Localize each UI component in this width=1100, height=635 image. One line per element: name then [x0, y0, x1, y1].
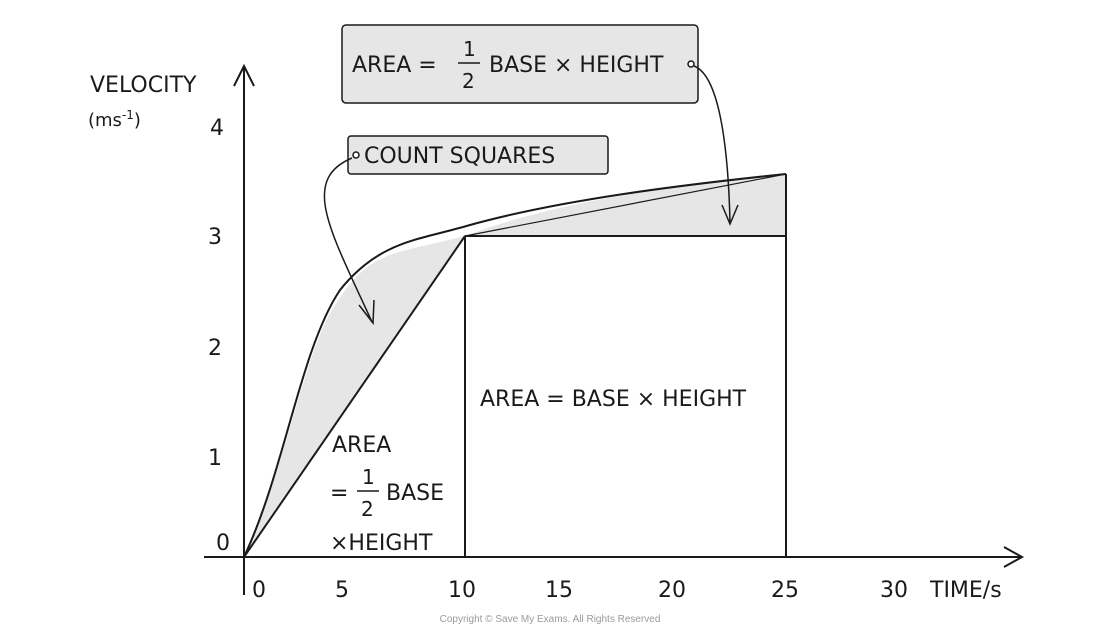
y-axis-arrow	[233, 63, 255, 87]
triangle-area-height: ×HEIGHT	[330, 531, 433, 556]
x-tick-label: 30	[880, 578, 908, 603]
callout-top-pin	[687, 60, 695, 68]
callout-top-arrow	[693, 65, 731, 223]
x-tick-label: 15	[545, 578, 573, 603]
triangle-hypotenuse	[243, 235, 466, 558]
triangle-area-numerator: 1	[362, 465, 375, 489]
y-axis-label: VELOCITY	[90, 73, 197, 98]
callout-top-prefix: AREA =	[352, 53, 437, 78]
x-axis-label: TIME/s	[929, 578, 1002, 603]
y-tick-label: 3	[208, 225, 222, 250]
upper-triangle-hypotenuse	[464, 173, 787, 237]
count-squares-callout-box	[347, 135, 609, 175]
count-squares-pin	[352, 151, 360, 159]
x-tick-label: 10	[448, 578, 476, 603]
count-squares-label: COUNT SQUARES	[364, 144, 555, 169]
triangle-area-equals: =	[330, 481, 348, 506]
area-triangle-callout-box	[341, 24, 699, 104]
x-tick-label: 20	[658, 578, 686, 603]
callout-top-denominator: 2	[462, 69, 475, 93]
y-tick-label: 4	[210, 116, 224, 141]
count-squares-arrow	[323, 157, 373, 323]
triangle-area-denominator: 2	[361, 497, 374, 521]
callout-top-numerator: 1	[463, 37, 476, 61]
x-tick-label: 0	[252, 578, 266, 603]
callout-top-suffix: BASE × HEIGHT	[489, 53, 664, 78]
y-tick-label: 0	[216, 531, 230, 556]
triangle-area-line1: AREA	[332, 433, 391, 458]
x-tick-label: 25	[771, 578, 799, 603]
callout-top-arrowhead	[721, 204, 739, 226]
y-tick-label: 1	[208, 446, 222, 471]
x-axis-arrow	[1003, 546, 1025, 568]
count-squares-arrowhead	[358, 299, 375, 326]
copyright-notice: Copyright © Save My Exams. All Rights Re…	[440, 614, 661, 625]
x-tick-label: 5	[335, 578, 349, 603]
velocity-curve	[243, 173, 787, 558]
rectangle-area-label: AREA = BASE × HEIGHT	[480, 387, 747, 412]
y-axis-unit: (ms-1)	[88, 108, 141, 131]
triangle-area-base: BASE	[386, 481, 444, 506]
y-tick-label: 2	[208, 336, 222, 361]
